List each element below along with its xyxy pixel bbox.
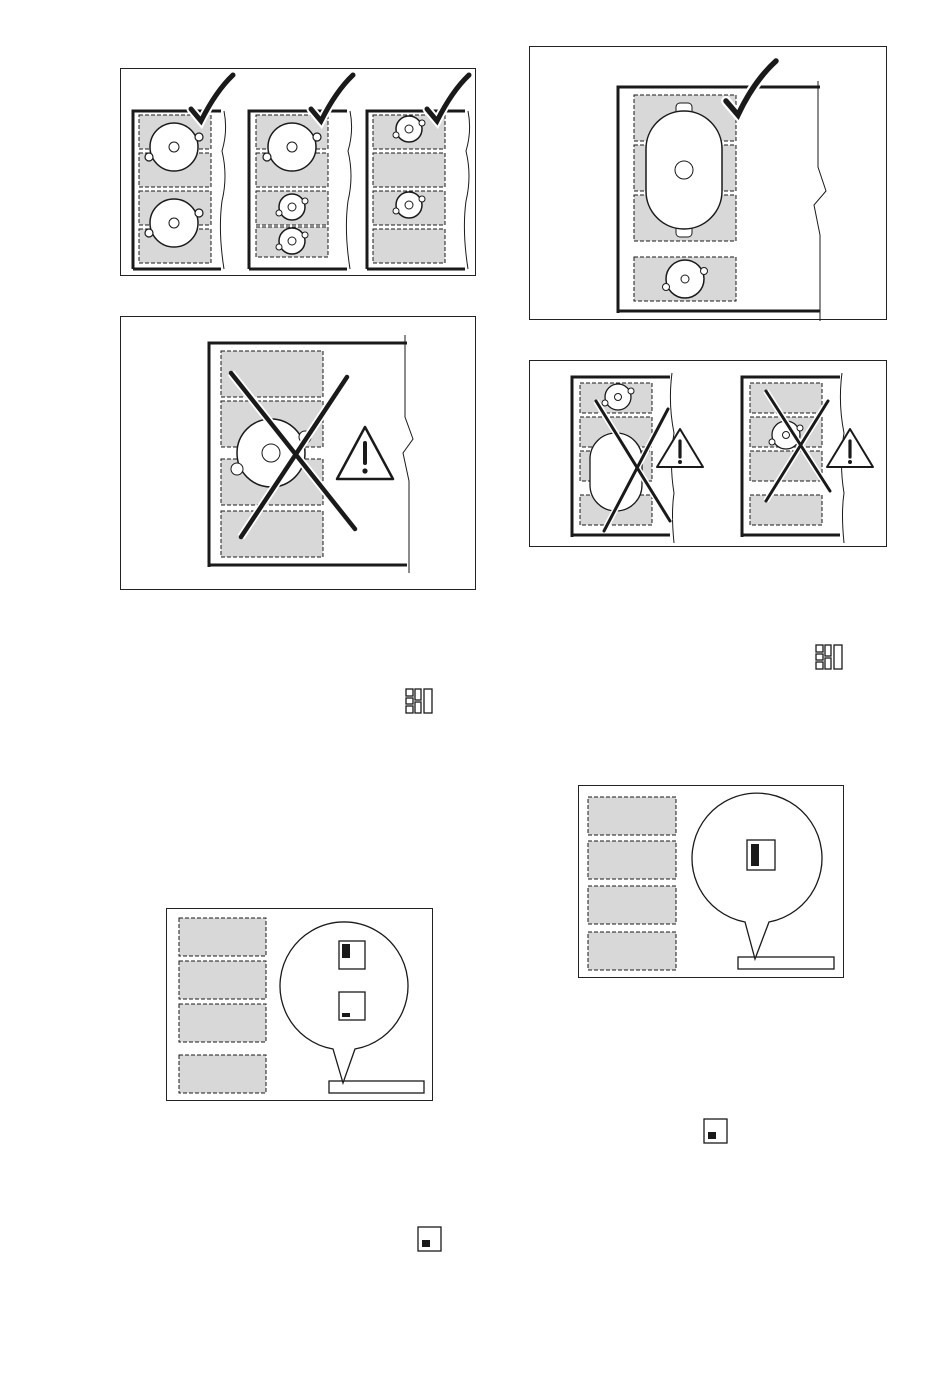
figure-correct-placements bbox=[120, 68, 476, 276]
bridge-oval-illustration bbox=[530, 47, 888, 321]
display-two-zones-illustration bbox=[167, 909, 434, 1102]
zone-indicator-icon bbox=[339, 992, 365, 1020]
correct-placements-illustration bbox=[121, 69, 477, 277]
wrong-large-pot-illustration bbox=[121, 317, 477, 591]
hob-panel-c bbox=[367, 111, 470, 269]
warning-icon bbox=[657, 429, 703, 467]
warning-icon bbox=[827, 429, 873, 467]
oval-pot bbox=[646, 103, 722, 237]
zone-dot-icon bbox=[703, 1118, 728, 1144]
hob-panel-b bbox=[249, 111, 352, 269]
display-bridge-zone-illustration bbox=[579, 786, 845, 979]
zone-dot-icon bbox=[417, 1226, 442, 1252]
checkmark-icon bbox=[427, 75, 469, 121]
figure-bridge-oval-correct bbox=[529, 46, 887, 320]
warning-icon bbox=[337, 427, 393, 479]
hob-panel-a bbox=[133, 111, 226, 269]
checkmark-icon bbox=[311, 75, 353, 121]
hob-panel-left bbox=[572, 373, 674, 543]
figure-wrong-large-pot bbox=[120, 316, 476, 590]
zone-indicator-icon bbox=[747, 840, 775, 870]
figure-wrong-mixed bbox=[529, 360, 887, 547]
checkmark-icon bbox=[191, 75, 233, 121]
flexi-bridge-icon bbox=[815, 644, 843, 670]
zone-indicator-icon bbox=[339, 941, 365, 969]
wrong-mixed-illustration bbox=[530, 361, 888, 548]
figure-display-bridge-zone bbox=[578, 785, 844, 978]
flexi-bridge-icon bbox=[405, 688, 433, 714]
figure-display-two-zones bbox=[166, 908, 433, 1101]
